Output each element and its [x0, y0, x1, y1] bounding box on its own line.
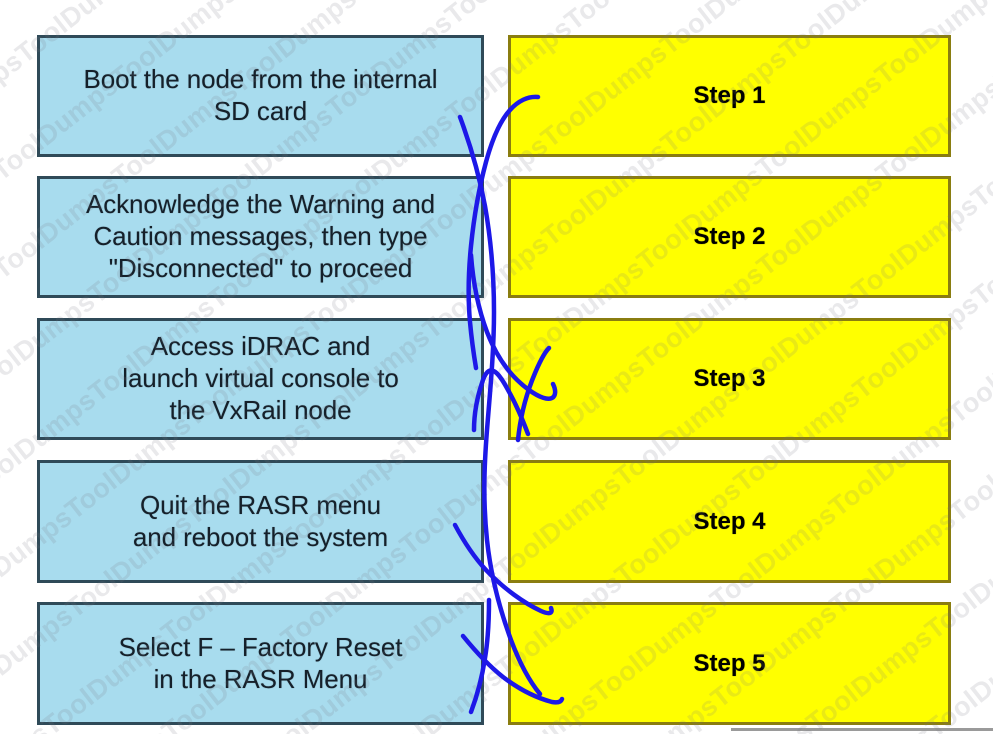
step-slot-2-label: Step 2: [693, 223, 766, 250]
task-box-1[interactable]: Boot the node from the internal SD card: [37, 35, 484, 157]
task-box-5[interactable]: Select F – Factory Reset in the RASR Men…: [37, 602, 484, 725]
task-box-2[interactable]: Acknowledge the Warning and Caution mess…: [37, 176, 484, 298]
task-box-1-label: Boot the node from the internal SD card: [83, 64, 438, 126]
step-slot-1[interactable]: Step 1: [508, 35, 951, 157]
task-box-3[interactable]: Access iDRAC and launch virtual console …: [37, 318, 484, 440]
task-box-4[interactable]: Quit the RASR menu and reboot the system: [37, 460, 484, 583]
step-slot-2[interactable]: Step 2: [508, 176, 951, 298]
step-slot-5-label: Step 5: [693, 649, 766, 677]
step-slot-3-label: Step 3: [693, 365, 766, 392]
step-slot-4-label: Step 4: [693, 507, 766, 535]
bottom-divider-rule: [731, 728, 993, 731]
step-slot-3[interactable]: Step 3: [508, 318, 951, 440]
task-box-2-label: Acknowledge the Warning and Caution mess…: [86, 189, 435, 283]
step-slot-4[interactable]: Step 4: [508, 460, 951, 583]
task-box-5-label: Select F – Factory Reset in the RASR Men…: [118, 631, 403, 694]
step-slot-5[interactable]: Step 5: [508, 602, 951, 725]
step-slot-1-label: Step 1: [693, 82, 766, 109]
task-box-3-label: Access iDRAC and launch virtual console …: [122, 331, 399, 425]
task-box-4-label: Quit the RASR menu and reboot the system: [132, 489, 389, 552]
